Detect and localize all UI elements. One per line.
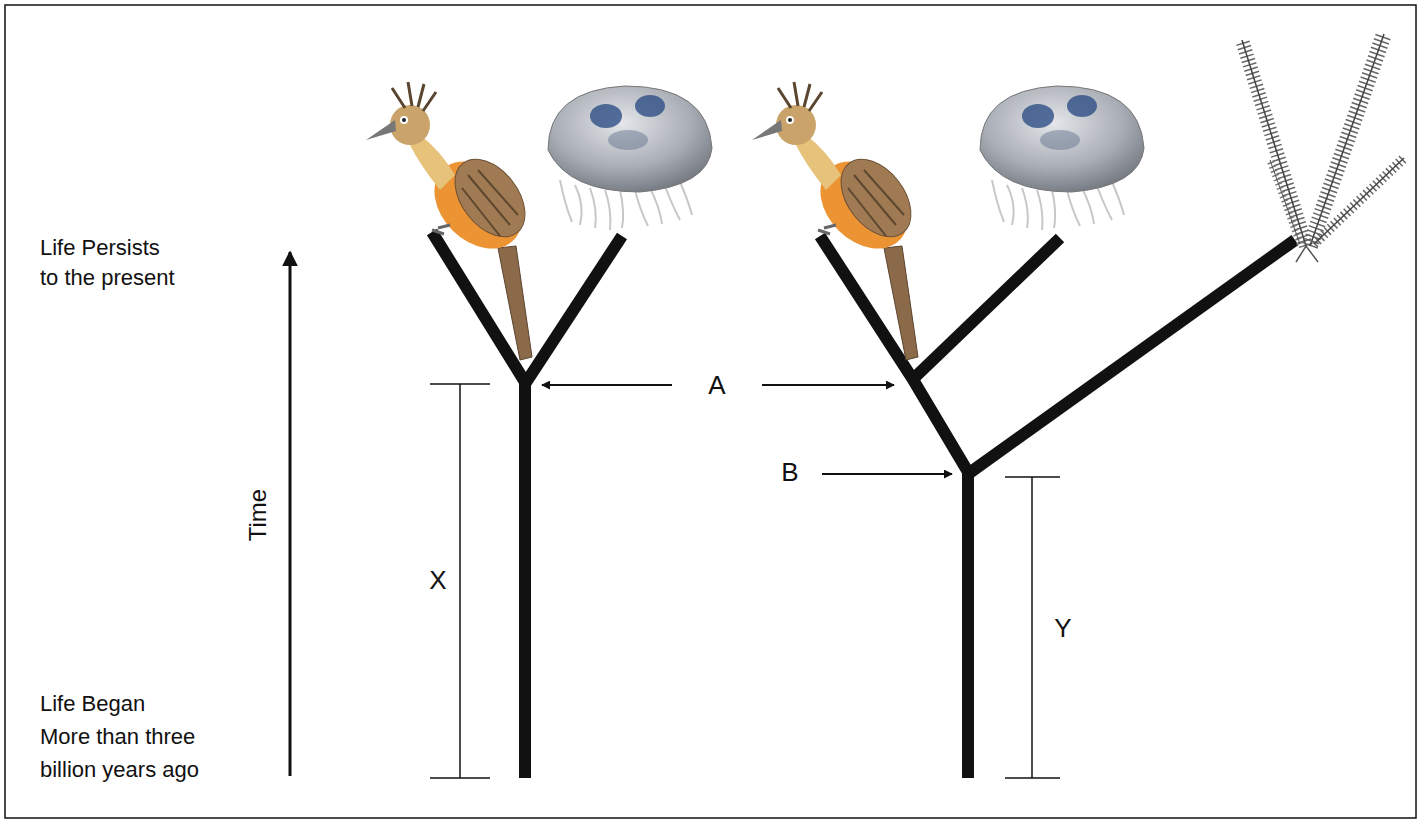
axis-start-label: Life Began More than three billion years…	[40, 687, 201, 786]
time-arrow	[289, 252, 292, 776]
axis-end-label: Life Persists to the present	[40, 233, 180, 293]
interval-letter: X	[429, 567, 446, 593]
node-letter: A	[708, 372, 725, 398]
x-bracket	[430, 384, 490, 778]
bird-illustration	[752, 82, 925, 360]
pointer-arrow	[822, 473, 952, 475]
axis-title: Time	[246, 489, 270, 541]
interval-letter: Y	[1054, 615, 1071, 641]
fern-illustration	[1242, 34, 1404, 262]
y-bracket	[1005, 477, 1060, 778]
frame-border	[5, 5, 1416, 818]
pointer-arrow	[762, 384, 894, 386]
pointer-arrow	[542, 384, 672, 386]
tree-left	[432, 232, 622, 778]
tree-right	[820, 236, 1295, 778]
bird-illustration	[366, 82, 539, 360]
jellyfish-illustration	[548, 86, 712, 230]
node-letter: B	[781, 459, 798, 485]
jellyfish-illustration	[980, 86, 1144, 230]
